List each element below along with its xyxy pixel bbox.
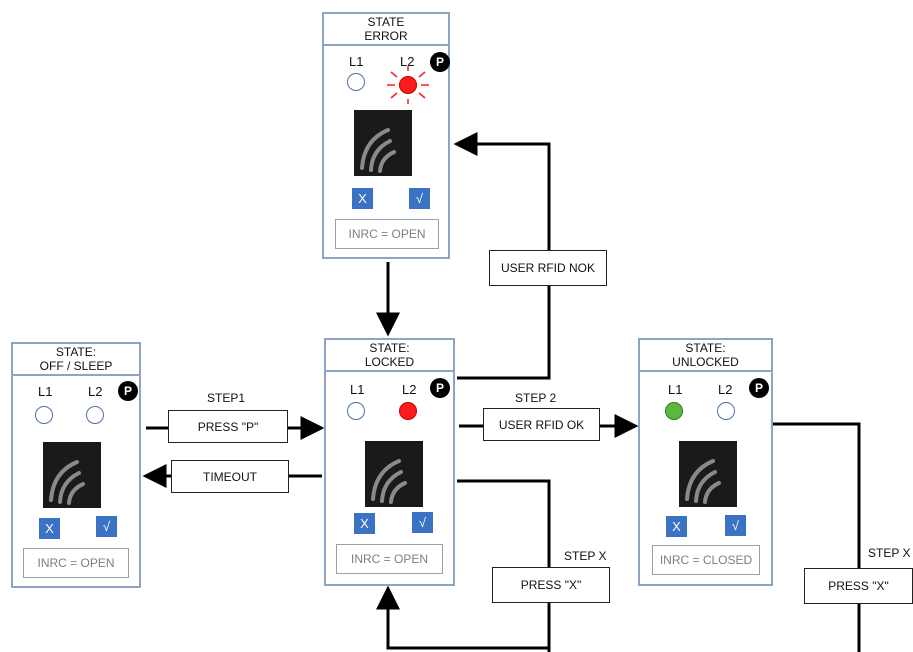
l2-led xyxy=(717,402,735,420)
step2-label: STEP 2 xyxy=(515,391,557,405)
p-button[interactable]: P xyxy=(118,381,138,401)
state-locked-panel: STATE: LOCKED L1 L2 P X √ INRC = OPEN xyxy=(324,338,455,586)
press-x-box: PRESS "X" xyxy=(492,567,610,603)
stepx-return-arrow xyxy=(376,585,549,650)
state-error-panel: STATE ERROR L1 L2 P X √ INRC = OPEN xyxy=(322,12,450,259)
l1-label: L1 xyxy=(38,384,53,399)
l2-label: L2 xyxy=(88,384,103,399)
stepx-label: STEP X xyxy=(564,549,607,563)
rfid-reader-icon xyxy=(354,110,412,176)
press-p-box: PRESS "P" xyxy=(168,410,288,443)
l2-led xyxy=(399,76,417,94)
l2-blink-rays-icon xyxy=(387,66,429,104)
unlocked-stepx-line xyxy=(773,422,861,652)
l1-led xyxy=(347,402,365,420)
x-button[interactable]: X xyxy=(354,513,375,534)
press-x-box-2: PRESS "X" xyxy=(804,568,913,604)
state-title: STATE: UNLOCKED xyxy=(640,340,771,372)
l1-label: L1 xyxy=(349,54,364,69)
step1-label: STEP1 xyxy=(207,391,246,405)
l2-label: L2 xyxy=(718,382,733,397)
p-button[interactable]: P xyxy=(749,378,769,398)
state-title: STATE: LOCKED xyxy=(326,340,453,372)
inrc-status: INRC = OPEN xyxy=(336,544,443,574)
inrc-status: INRC = OPEN xyxy=(23,548,129,578)
rfid-reader-icon xyxy=(679,441,737,507)
timeout-box: TIMEOUT xyxy=(171,460,289,493)
l1-led xyxy=(35,406,53,424)
rfid-reader-icon xyxy=(365,441,423,507)
state-title: STATE ERROR xyxy=(324,14,448,46)
rfid-reader-icon xyxy=(43,442,101,508)
inrc-status: INRC = OPEN xyxy=(335,219,439,249)
check-button[interactable]: √ xyxy=(412,512,433,533)
check-button[interactable]: √ xyxy=(96,516,117,537)
check-button[interactable]: √ xyxy=(725,515,746,536)
user-rfid-nok-box: USER RFID NOK xyxy=(489,250,607,286)
inrc-status: INRC = CLOSED xyxy=(652,545,760,575)
l1-led xyxy=(665,402,683,420)
check-button[interactable]: √ xyxy=(409,188,430,209)
l2-led xyxy=(86,406,104,424)
l2-label: L2 xyxy=(400,54,415,69)
x-button[interactable]: X xyxy=(352,188,373,209)
x-button[interactable]: X xyxy=(666,516,687,537)
l2-led xyxy=(399,402,417,420)
l1-led xyxy=(347,73,365,91)
l2-label: L2 xyxy=(402,382,417,397)
p-button[interactable]: P xyxy=(430,52,450,72)
stepx-label-2: STEP X xyxy=(868,546,911,560)
state-unlocked-panel: STATE: UNLOCKED L1 L2 P X √ INRC = CLOSE… xyxy=(638,338,773,586)
p-button[interactable]: P xyxy=(430,378,450,398)
state-title: STATE: OFF / SLEEP xyxy=(13,344,139,376)
l1-label: L1 xyxy=(668,382,683,397)
x-button[interactable]: X xyxy=(39,518,60,539)
user-rfid-ok-box: USER RFID OK xyxy=(483,408,600,441)
l1-label: L1 xyxy=(350,382,365,397)
state-off-sleep-panel: STATE: OFF / SLEEP L1 L2 P X √ INRC = OP… xyxy=(11,342,141,588)
